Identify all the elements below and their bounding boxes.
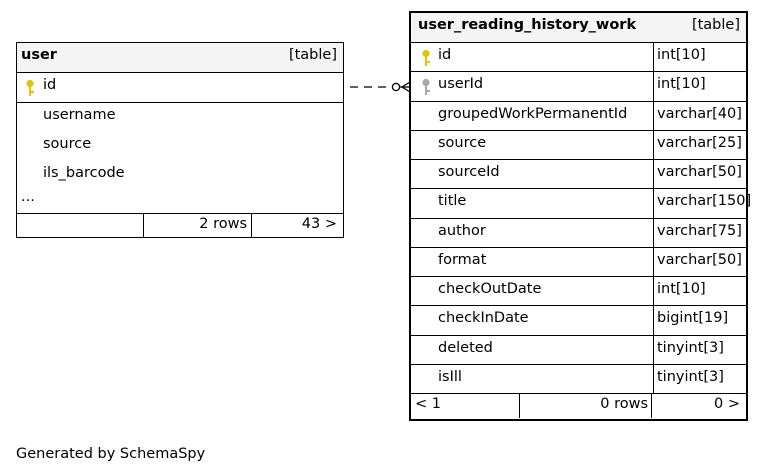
- table-row[interactable]: username: [17, 103, 343, 132]
- table-name: user_reading_history_work: [418, 17, 637, 33]
- table-row[interactable]: deleted tinyint[3]: [411, 336, 746, 365]
- column-type: varchar[40]: [657, 105, 742, 122]
- column-type: int[10]: [657, 76, 706, 93]
- column-name: title: [438, 193, 467, 210]
- user-table[interactable]: user [table] id username source ils_barc…: [16, 42, 344, 238]
- column-type: varchar[50]: [657, 164, 742, 180]
- column-name: ils_barcode: [43, 165, 125, 181]
- table-row[interactable]: sourceId varchar[50]: [411, 160, 746, 189]
- column-type: bigint[19]: [657, 310, 729, 327]
- table-header: user [table]: [17, 43, 343, 72]
- column-name: sourceId: [438, 164, 500, 180]
- children-link[interactable]: 43 >: [301, 216, 337, 232]
- table-row[interactable]: title varchar[150]: [411, 189, 751, 218]
- column-type: int[10]: [657, 47, 706, 63]
- table-row[interactable]: checkInDate bigint[19]: [411, 306, 746, 335]
- column-name: checkOutDate: [438, 281, 542, 297]
- more-columns: ...: [17, 189, 343, 213]
- table-row[interactable]: author varchar[75]: [411, 219, 746, 248]
- table-kind: [table]: [691, 17, 740, 33]
- column-name: id: [438, 47, 452, 63]
- column-type: tinyint[3]: [657, 339, 724, 356]
- table-row[interactable]: source: [17, 132, 343, 161]
- table-row[interactable]: format varchar[50]: [411, 248, 746, 277]
- column-name: source: [43, 136, 92, 152]
- column-name: author: [438, 222, 486, 239]
- ellipsis: ...: [21, 189, 35, 205]
- user-reading-history-work-table[interactable]: user_reading_history_work [table] id int[…: [409, 11, 751, 421]
- table-row[interactable]: userId int[10]: [411, 72, 746, 101]
- table-kind: [table]: [288, 47, 337, 63]
- table-row[interactable]: id: [17, 73, 343, 102]
- column-name: checkInDate: [438, 310, 529, 327]
- column-name: source: [438, 134, 487, 151]
- column-type: varchar[75]: [657, 222, 742, 239]
- column-type: int[10]: [657, 281, 706, 297]
- column-type: varchar[25]: [657, 134, 742, 151]
- column-name: id: [43, 77, 57, 93]
- row-count: 0 rows: [600, 396, 648, 412]
- table-row[interactable]: checkOutDate int[10]: [411, 277, 746, 306]
- column-name: isIll: [438, 368, 462, 385]
- table-row[interactable]: source varchar[25]: [411, 131, 746, 160]
- foreign-key-icon: [422, 79, 430, 96]
- children-link[interactable]: 0 >: [714, 396, 740, 412]
- table-row[interactable]: id int[10]: [411, 43, 746, 72]
- table-row[interactable]: groupedWorkPermanentId varchar[40]: [411, 102, 746, 131]
- table-name: user: [21, 47, 57, 63]
- column-name: format: [438, 251, 487, 268]
- table-footer: 2 rows 43 >: [17, 214, 343, 238]
- column-name: deleted: [438, 339, 493, 356]
- primary-key-icon: [26, 79, 34, 96]
- table-row[interactable]: ils_barcode: [17, 161, 343, 190]
- row-count: 2 rows: [199, 216, 247, 232]
- column-name: userId: [438, 76, 484, 93]
- generated-by-text: Generated by SchemaSpy: [16, 446, 206, 462]
- table-header: user_reading_history_work [table]: [411, 13, 746, 42]
- table-footer: < 1 0 rows 0 >: [411, 394, 746, 418]
- primary-key-icon: [422, 49, 430, 66]
- table-row[interactable]: isIll tinyint[3]: [411, 365, 746, 394]
- column-type: varchar[150]: [657, 193, 752, 210]
- column-type: varchar[50]: [657, 251, 742, 268]
- column-name: username: [43, 107, 116, 123]
- column-name: groupedWorkPermanentId: [438, 105, 628, 122]
- column-type: tinyint[3]: [657, 368, 724, 385]
- parents-link[interactable]: < 1: [415, 396, 441, 412]
